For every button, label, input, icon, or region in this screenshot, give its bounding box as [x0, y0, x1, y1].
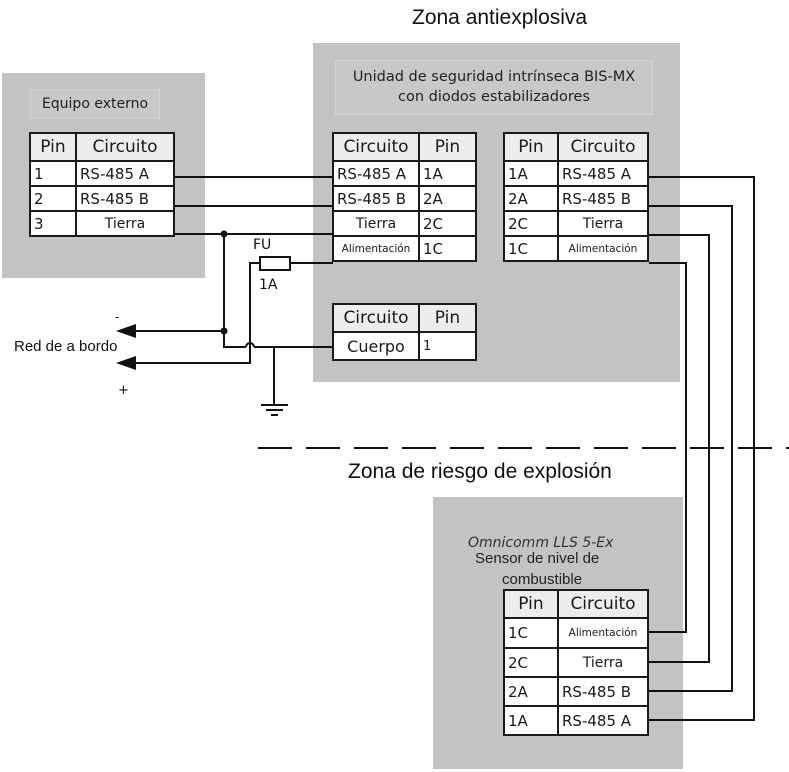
table-header-row: Circuito Pin: [332, 303, 477, 333]
table-row: Alimentación 1C: [332, 235, 477, 262]
pin-cell: 1A: [418, 160, 477, 187]
pin-cell: 2C: [503, 647, 559, 678]
table-row: 1 RS-485 A: [29, 160, 175, 187]
pin-cell: 1C: [503, 235, 559, 262]
circuit-cell: RS-485 B: [332, 185, 420, 212]
table-row: Tierra 2C: [332, 210, 477, 237]
table-row: RS-485 B 2A: [332, 185, 477, 212]
circuit-cell: RS-485 B: [557, 185, 649, 212]
wire-power-out: [649, 262, 687, 633]
table-header-row: Pin Circuito: [29, 132, 175, 162]
table-row: 3 Tierra: [29, 210, 175, 237]
pin-cell: 1A: [503, 705, 559, 736]
table-row: 1C Alimentación: [503, 617, 649, 649]
pin-cell: 2A: [503, 185, 559, 212]
circuit-cell: RS-485 A: [332, 160, 420, 187]
header-pin: Pin: [29, 132, 77, 162]
header-pin: Pin: [418, 303, 477, 333]
header-circuit: Circuito: [332, 132, 420, 162]
table-header-row: Circuito Pin: [332, 132, 477, 162]
barrier-output-table: Pin Circuito 1A RS-485 A 2A RS-485 B 2C …: [503, 132, 649, 262]
circuit-cell: Alimentación: [557, 235, 649, 262]
table-row: 2C Tierra: [503, 647, 649, 678]
arrow-plus: [116, 356, 136, 370]
header-circuit: Circuito: [332, 303, 420, 333]
fuse-rating: 1A: [259, 277, 278, 293]
circuit-cell: Alimentación: [557, 617, 649, 649]
table-row: 2A RS-485 B: [503, 185, 649, 212]
wire-rs485b-out: [649, 205, 733, 692]
circuit-cell: Cuerpo: [332, 331, 420, 361]
external-equipment-title-text: Equipo externo: [41, 96, 149, 112]
circuit-cell: RS-485 B: [557, 676, 649, 707]
minus-label: -: [115, 310, 120, 324]
sensor-model: Omnicomm LLS 5-Ex: [468, 535, 614, 551]
pin-cell: 1: [418, 331, 477, 361]
hazard-zone-title: Zona de riesgo de explosión: [348, 460, 612, 483]
table-row: RS-485 A 1A: [332, 160, 477, 187]
circuit-cell: RS-485 A: [557, 160, 649, 187]
header-circuit: Circuito: [557, 589, 649, 619]
pin-cell: 2: [29, 185, 77, 212]
table-header-row: Pin Circuito: [503, 132, 649, 162]
wire-ground-vertical: [223, 234, 246, 348]
circuit-cell: Tierra: [75, 210, 175, 237]
barrier-unit-title-line2: con diodos estabilizadores: [397, 89, 590, 105]
pin-cell: 2A: [503, 676, 559, 707]
arrow-minus: [116, 324, 136, 338]
pin-cell: 1: [29, 160, 77, 187]
table-row: 2A RS-485 B: [503, 676, 649, 707]
pin-cell: 1A: [503, 160, 559, 187]
pin-cell: 2C: [503, 210, 559, 237]
fuse-label: FU: [253, 237, 272, 253]
circuit-cell: RS-485 A: [557, 705, 649, 736]
barrier-body-table: Circuito Pin Cuerpo 1: [332, 303, 477, 361]
junction-dot: [220, 230, 228, 238]
barrier-unit-title-line1: Unidad de seguridad intrínseca BIS-MX: [352, 69, 636, 85]
circuit-cell: Tierra: [557, 210, 649, 237]
fuse-symbol: [259, 256, 291, 271]
pin-cell: 1C: [503, 617, 559, 649]
table-header-row: Pin Circuito: [503, 589, 649, 619]
barrier-input-table: Circuito Pin RS-485 A 1A RS-485 B 2A Tie…: [332, 132, 477, 262]
table-row: 2C Tierra: [503, 210, 649, 237]
external-equipment-title: Equipo externo: [30, 89, 160, 119]
table-row: 1A RS-485 A: [503, 160, 649, 187]
pin-cell: 2C: [418, 210, 477, 237]
header-circuit: Circuito: [75, 132, 175, 162]
pin-cell: 3: [29, 210, 77, 237]
header-pin: Pin: [418, 132, 477, 162]
header-circuit: Circuito: [557, 132, 649, 162]
barrier-unit-title: Unidad de seguridad intrínseca BIS-MX co…: [335, 60, 653, 115]
table-row: 1A RS-485 A: [503, 705, 649, 736]
sensor-table: Pin Circuito 1C Alimentación 2C Tierra 2…: [503, 589, 649, 736]
circuit-cell: Alimentación: [332, 235, 420, 262]
plus-label: +: [118, 383, 129, 398]
header-pin: Pin: [503, 589, 559, 619]
circuit-cell: RS-485 B: [75, 185, 175, 212]
pin-cell: 1C: [418, 235, 477, 262]
safe-zone-title: Zona antiexplosiva: [412, 6, 588, 29]
pin-cell: 2A: [418, 185, 477, 212]
header-pin: Pin: [503, 132, 559, 162]
wire-fuse-left: [130, 262, 260, 364]
sensor-desc-line2: combustible: [502, 571, 583, 588]
circuit-cell: RS-485 A: [75, 160, 175, 187]
sensor-desc-line1: Sensor de nivel de: [475, 550, 600, 567]
table-row: Cuerpo 1: [332, 331, 477, 361]
table-row: 2 RS-485 B: [29, 185, 175, 212]
circuit-cell: Tierra: [332, 210, 420, 237]
junction-dot: [220, 327, 228, 335]
table-row: 1C Alimentación: [503, 235, 649, 262]
power-network-label: Red de a bordo: [14, 338, 118, 355]
external-equipment-table: Pin Circuito 1 RS-485 A 2 RS-485 B 3 Tie…: [29, 132, 175, 237]
circuit-cell: Tierra: [557, 647, 649, 678]
